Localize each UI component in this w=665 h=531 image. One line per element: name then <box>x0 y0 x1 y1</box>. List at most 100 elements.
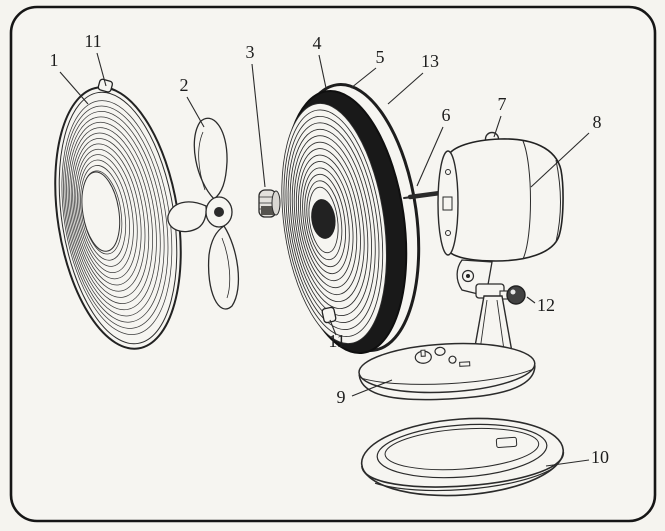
mesh-wire <box>287 122 376 324</box>
mesh-wire <box>67 121 157 311</box>
housing-seam <box>522 140 531 260</box>
front-face-screw-top <box>445 169 451 175</box>
leader-line-motor-shaft <box>416 126 444 187</box>
part-label-guard-ring: 13 <box>421 51 439 71</box>
column-line <box>479 299 488 351</box>
stand-knob-small <box>434 346 446 356</box>
stand-knob-stem <box>420 349 426 357</box>
part-label-oscillation-knob: 7 <box>498 94 507 114</box>
mesh-wire <box>61 100 173 335</box>
mesh-wire <box>293 141 365 303</box>
blade-top <box>193 117 228 200</box>
fan-blade <box>167 117 240 310</box>
mesh-wire <box>78 159 130 267</box>
mesh-wire <box>77 154 134 273</box>
part-label-rear-guard: 4 <box>313 33 322 53</box>
housing-back-seam <box>555 159 561 243</box>
rear-guard <box>281 83 421 354</box>
leader-line-guard-ring <box>387 72 424 105</box>
mesh-wire <box>308 186 339 254</box>
part-label-tilt-knob: 12 <box>537 295 555 315</box>
motor-shaft <box>403 190 443 200</box>
motor-front-face <box>437 150 459 256</box>
rear-guard-mesh <box>281 103 387 344</box>
mesh-wire <box>285 115 380 331</box>
part-label-motor-housing: 8 <box>593 112 602 132</box>
front-face-screw-bottom <box>445 230 451 236</box>
stand-slot <box>459 361 471 367</box>
mesh-wire <box>291 135 369 310</box>
spinner-shadow <box>261 206 274 215</box>
mesh-wire <box>73 143 142 286</box>
mesh-wire <box>281 103 387 344</box>
mesh-wire <box>289 128 372 317</box>
front-face-slot <box>442 196 453 211</box>
blade-top-curve <box>198 131 206 191</box>
mesh-wire <box>66 116 161 317</box>
base-front-curve <box>374 468 553 492</box>
leader-line-stand <box>351 379 393 397</box>
leader-line-base <box>545 459 590 467</box>
base-inner-rim <box>376 423 548 479</box>
pivot-bolt <box>461 269 475 283</box>
blade-bottom-curve <box>221 237 231 299</box>
pivot-bolt-center <box>466 274 470 278</box>
base <box>360 417 565 497</box>
leader-line-tilt-knob <box>526 296 536 304</box>
spinner-cap-end <box>271 190 281 216</box>
guard-clip-bottom <box>321 306 337 324</box>
stand-wall <box>358 365 536 401</box>
front-guard-hub-hole <box>81 171 121 252</box>
leader-line-rear-guard-rim <box>350 67 377 89</box>
mesh-wire <box>306 180 343 261</box>
part-label-base: 10 <box>591 447 609 467</box>
mesh-wire <box>302 167 350 275</box>
part-label-rear-guard-rim: 5 <box>376 47 385 67</box>
part-label-spinner-cap: 3 <box>246 42 255 62</box>
mesh-wire <box>69 127 153 304</box>
mesh-wire <box>72 138 146 292</box>
shaft <box>407 190 443 200</box>
leader-line-guard-clip-top <box>96 52 107 87</box>
column-line <box>496 299 505 351</box>
tilt-knob <box>506 285 526 305</box>
stand-seam <box>362 369 533 385</box>
part-label-motor-shaft: 6 <box>442 105 451 125</box>
stand-button <box>448 355 457 364</box>
leader-line-rear-guard <box>318 54 327 89</box>
part-label-front-guard: 1 <box>50 50 59 70</box>
stand-plate <box>358 342 536 394</box>
mesh-wire <box>283 109 384 337</box>
mesh-wire <box>295 148 361 296</box>
blade-hub-center <box>214 207 224 217</box>
tilt-knob-highlight <box>510 289 516 295</box>
rear-guard-hub <box>311 199 336 239</box>
mesh-wire <box>64 111 165 323</box>
part-label-stand: 9 <box>337 387 346 407</box>
leader-line-fan-blade <box>186 96 205 128</box>
mesh-wire <box>70 132 150 298</box>
mesh-wire <box>75 148 138 280</box>
mesh-wire <box>304 173 346 268</box>
base-recess <box>384 427 540 471</box>
mesh-wire <box>80 165 127 261</box>
stand <box>358 342 536 401</box>
front-guard-mesh <box>61 100 173 335</box>
leader-line-spinner-cap <box>251 63 266 188</box>
leader-line-front-guard <box>59 71 89 105</box>
leader-line-oscillation-knob <box>493 115 502 138</box>
motor-housing <box>447 138 564 262</box>
leader-line-guard-clip-bottom <box>329 319 337 336</box>
part-label-guard-clip-top: 11 <box>84 31 101 51</box>
mesh-wire <box>298 154 358 289</box>
base-clip-slot <box>495 436 518 448</box>
motor-assembly <box>437 131 564 353</box>
mesh-wire <box>63 105 169 329</box>
spinner-cap <box>258 189 281 218</box>
part-label-fan-blade: 2 <box>180 75 189 95</box>
leader-line-motor-housing <box>530 132 590 188</box>
mesh-wire <box>300 161 354 282</box>
